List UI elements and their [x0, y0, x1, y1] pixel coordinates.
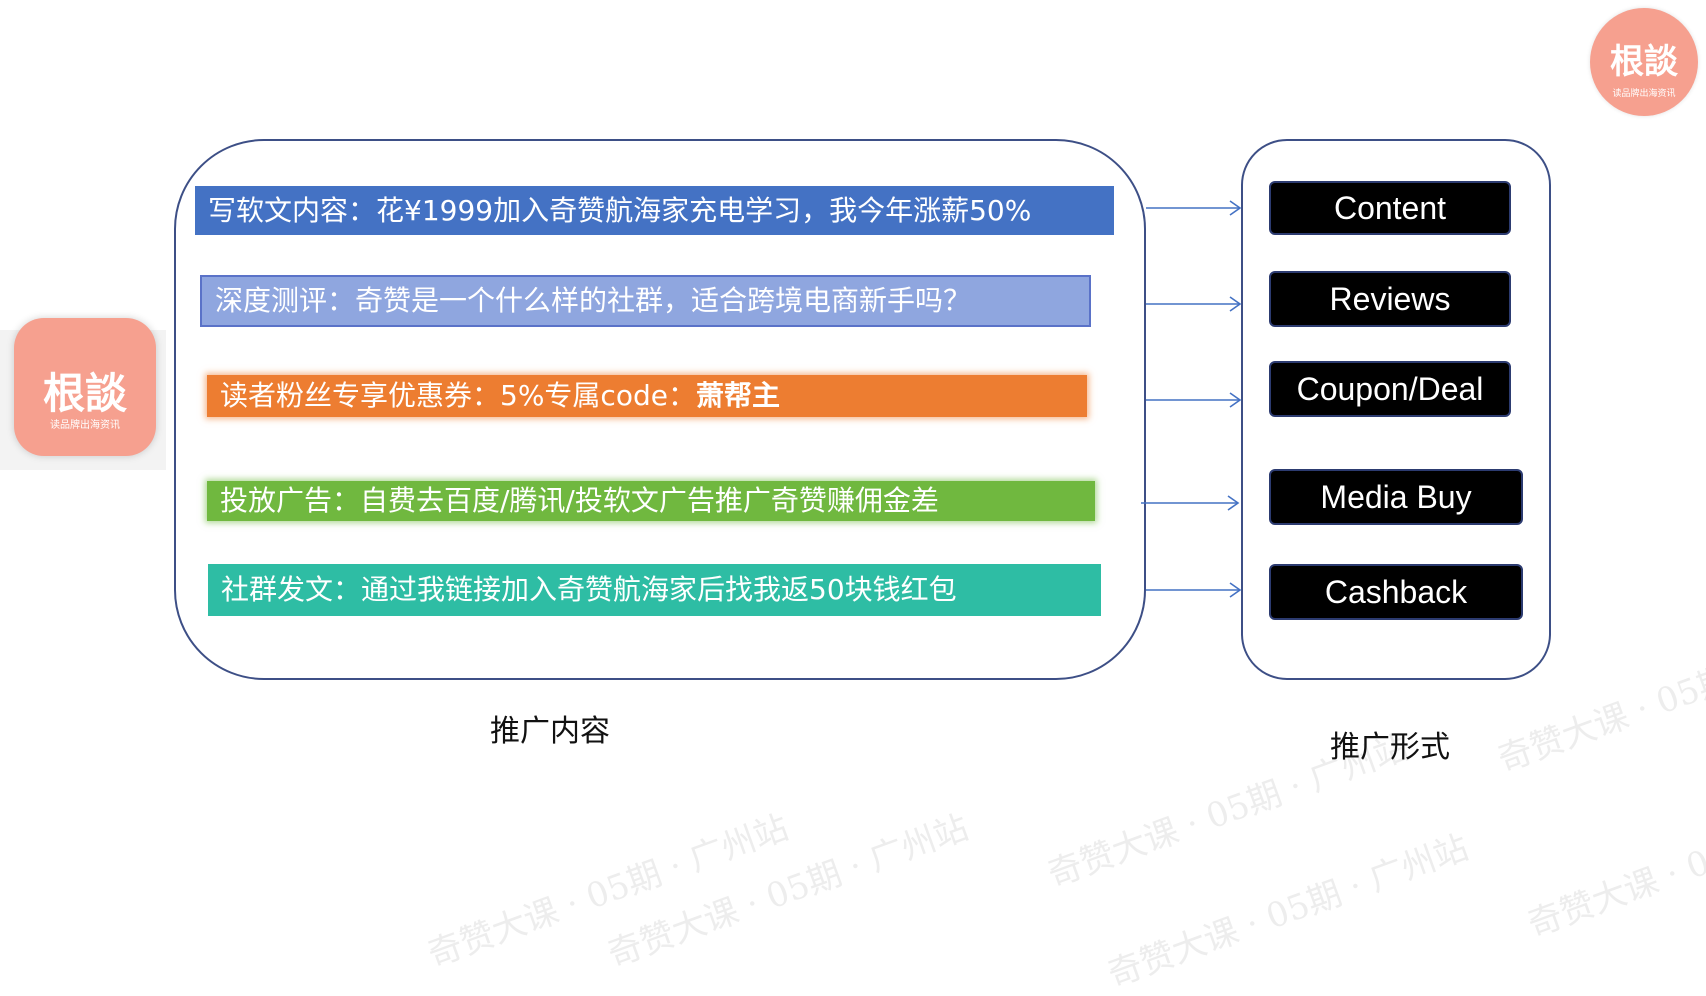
- form-coupon-deal: Coupon/Deal: [1269, 361, 1511, 417]
- logo-text: 根談: [42, 369, 127, 418]
- content-bar-text: 读者粉丝专享优惠券：5%专属code：: [220, 379, 696, 412]
- content-bar-text: 投放广告：自费去百度/腾讯/投软文广告推广奇赞赚佣金差: [220, 484, 939, 517]
- caption-content: 推广内容: [490, 714, 610, 749]
- form-cashback: Cashback: [1269, 564, 1523, 620]
- content-bar-softarticle: 写软文内容：花¥1999加入奇赞航海家充电学习，我今年涨薪50%: [195, 186, 1114, 235]
- logo-left: 根談 读品牌出海资讯: [14, 318, 156, 456]
- form-reviews: Reviews: [1269, 271, 1511, 327]
- form-content: Content: [1269, 181, 1511, 235]
- content-bar-text: 写软文内容：花¥1999加入奇赞航海家充电学习，我今年涨薪50%: [208, 193, 1032, 227]
- content-panel: [174, 139, 1146, 680]
- forms-panel: [1241, 139, 1551, 680]
- content-bar-community: 社群发文：通过我链接加入奇赞航海家后找我返50块钱红包: [208, 564, 1101, 616]
- logo-subtext: 读品牌出海资讯: [1612, 89, 1676, 99]
- logo-top-right: 根談 读品牌出海资讯: [1590, 8, 1698, 116]
- content-bar-ads: 投放广告：自费去百度/腾讯/投软文广告推广奇赞赚佣金差: [207, 481, 1095, 521]
- logo-text: 根談: [1610, 42, 1678, 82]
- form-media-buy: Media Buy: [1269, 469, 1523, 525]
- content-bar-text: 深度测评：奇赞是一个什么样的社群，适合跨境电商新手吗？: [215, 284, 972, 317]
- logo-subtext: 读品牌出海资讯: [50, 420, 120, 431]
- caption-forms: 推广形式: [1330, 730, 1450, 765]
- content-bar-coupon: 读者粉丝专享优惠券：5%专属code：萧帮主: [207, 375, 1087, 417]
- content-bar-text: 社群发文：通过我链接加入奇赞航海家后找我返50块钱红包: [221, 573, 957, 606]
- coupon-code: 萧帮主: [695, 379, 780, 412]
- content-bar-review: 深度测评：奇赞是一个什么样的社群，适合跨境电商新手吗？: [200, 275, 1091, 327]
- connector-arrows: [1141, 200, 1242, 598]
